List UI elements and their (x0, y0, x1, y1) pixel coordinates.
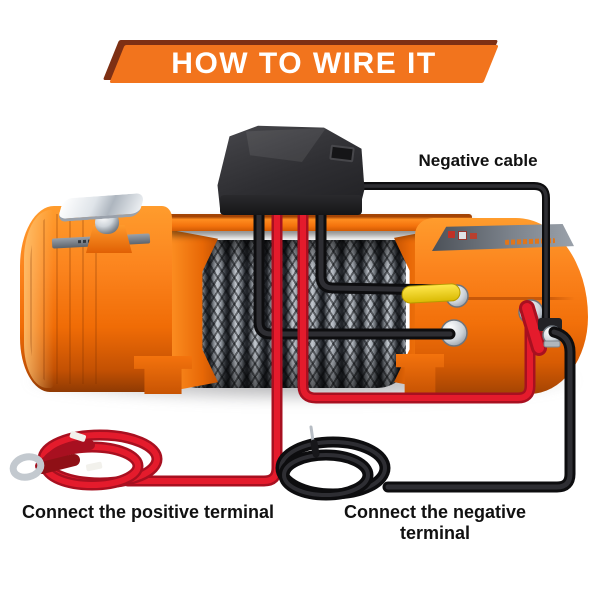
control-box-flange (220, 195, 362, 215)
negative-cable-run (382, 326, 576, 493)
warning-icon (470, 233, 477, 239)
gear-housing-endcap (24, 210, 54, 388)
negative-cable-sheen (328, 184, 548, 324)
black-cable-2-sheen (318, 197, 447, 293)
winch-rope-drum (170, 240, 406, 388)
warning-icon (458, 231, 467, 240)
warning-label (432, 224, 574, 251)
negative-cable-run-sheen (385, 329, 573, 490)
zip-tie (85, 461, 103, 472)
page-title: HOW TO WIRE IT (171, 47, 437, 80)
red-terminal-boot-sheen (522, 303, 544, 353)
negative-cable-label: Negative cable (418, 151, 538, 170)
warning-icon (448, 231, 455, 238)
yellow-terminal-boot (401, 283, 461, 304)
motor-housing-crease (425, 297, 575, 300)
zip-tie (69, 431, 87, 442)
ring-terminal-icon (9, 453, 45, 481)
negative-battery-cable-coil (275, 425, 391, 501)
black-cable-1 (253, 194, 456, 340)
remote-socket-icon (329, 144, 355, 163)
positive-terminal-label: Connect the positive terminal (21, 502, 275, 522)
positive-battery-cable-coil (9, 429, 163, 491)
positive-terminal-loop-sheen (300, 197, 533, 401)
negative-terminal-label: Connect the negative terminal (343, 502, 527, 543)
negative-stud-washer (543, 340, 561, 348)
black-cable-1-sheen (256, 197, 453, 337)
